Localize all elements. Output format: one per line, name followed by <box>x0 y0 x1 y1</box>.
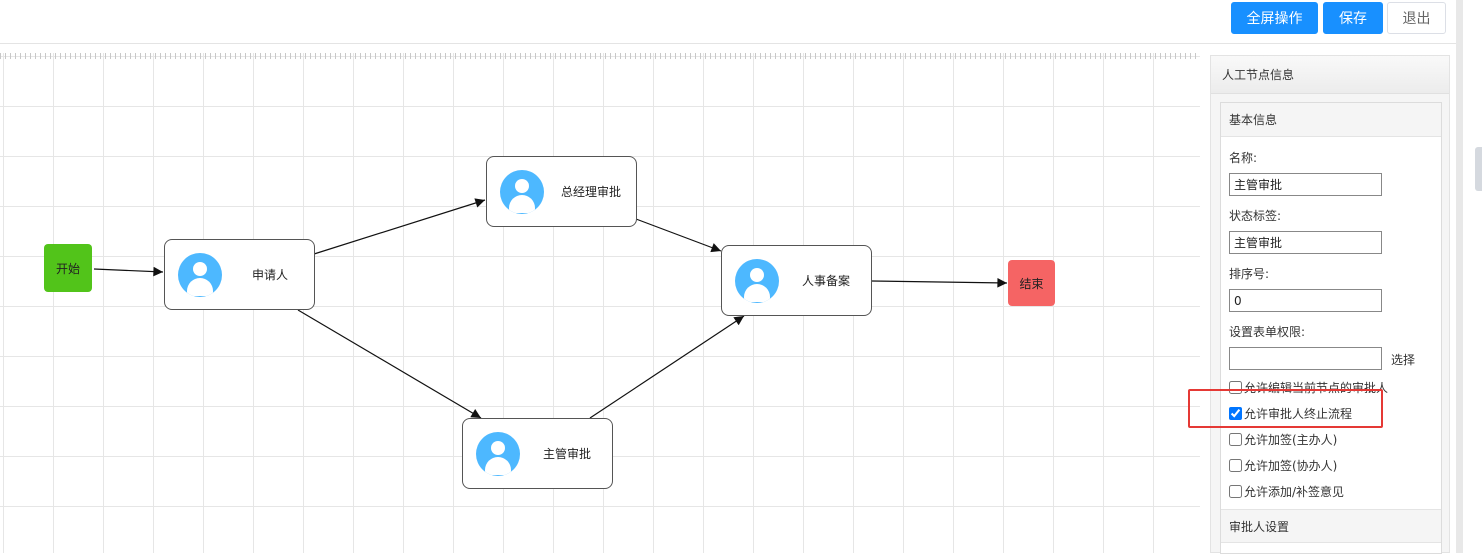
task-label: 人事备案 <box>802 274 851 288</box>
basic-info-box: 基本信息 名称: 状态标签: 排序号: 设置表单权限: 选择 允许编辑当前节点的… <box>1220 102 1442 554</box>
top-toolbar: 全屏操作 保存 退出 <box>0 0 1456 44</box>
checkbox-label: 允许审批人终止流程 <box>1244 407 1353 421</box>
checkbox-label: 允许编辑当前节点的审批人 <box>1244 381 1389 395</box>
end-node[interactable]: 结束 <box>1008 260 1055 306</box>
checkbox-countersign-main[interactable]: 允许加签(主办人) <box>1229 431 1337 448</box>
checkbox-label: 允许加签(主办人) <box>1244 433 1338 447</box>
user-icon <box>178 253 222 297</box>
exit-button[interactable]: 退出 <box>1387 2 1446 34</box>
order-label: 排序号: <box>1229 267 1270 281</box>
task-label: 主管审批 <box>543 447 592 461</box>
task-node-hr-filing[interactable]: 人事备案 <box>721 245 872 316</box>
status-label: 状态标签: <box>1229 209 1282 223</box>
name-input[interactable] <box>1229 173 1382 196</box>
basic-info-header: 基本信息 <box>1221 103 1441 137</box>
page-scrollbar[interactable] <box>1456 0 1463 553</box>
task-node-gm-approval[interactable]: 总经理审批 <box>486 156 637 227</box>
user-icon <box>500 170 544 214</box>
start-node[interactable]: 开始 <box>44 244 92 292</box>
user-icon <box>476 432 520 476</box>
checkbox-input[interactable] <box>1229 485 1242 498</box>
checkbox-add-opinion[interactable]: 允许添加/补签意见 <box>1229 483 1344 500</box>
task-label: 总经理审批 <box>561 185 622 199</box>
task-node-supervisor-approval[interactable]: 主管审批 <box>462 418 613 489</box>
flow-canvas[interactable] <box>0 53 1200 553</box>
checkbox-input[interactable] <box>1229 407 1242 420</box>
order-input[interactable] <box>1229 289 1382 312</box>
panel-title: 人工节点信息 <box>1211 56 1449 94</box>
checkbox-countersign-assist[interactable]: 允许加签(协办人) <box>1229 457 1337 474</box>
user-icon <box>735 259 779 303</box>
task-label: 申请人 <box>252 268 289 282</box>
node-properties-panel: 人工节点信息 基本信息 名称: 状态标签: 排序号: 设置表单权限: 选择 允许… <box>1210 55 1450 554</box>
fullscreen-button[interactable]: 全屏操作 <box>1231 2 1318 34</box>
name-label: 名称: <box>1229 151 1258 165</box>
checkbox-label: 允许加签(协办人) <box>1244 459 1338 473</box>
status-input[interactable] <box>1229 231 1382 254</box>
annotation-highlight-box <box>1188 389 1383 428</box>
checkbox-input[interactable] <box>1229 459 1242 472</box>
approver-settings-header[interactable]: 审批人设置 <box>1221 509 1441 543</box>
checkbox-input[interactable] <box>1229 433 1242 446</box>
side-collapse-tab[interactable] <box>1475 147 1482 191</box>
save-button[interactable]: 保存 <box>1323 2 1383 34</box>
checkbox-label: 允许添加/补签意见 <box>1244 485 1345 499</box>
task-node-applicant[interactable]: 申请人 <box>164 239 315 310</box>
checkbox-terminate-flow[interactable]: 允许审批人终止流程 <box>1229 405 1352 422</box>
form-permission-label: 设置表单权限: <box>1229 325 1306 339</box>
choose-link[interactable]: 选择 <box>1391 353 1416 367</box>
canvas-ruler <box>0 53 1200 63</box>
form-permission-input[interactable] <box>1229 347 1382 370</box>
